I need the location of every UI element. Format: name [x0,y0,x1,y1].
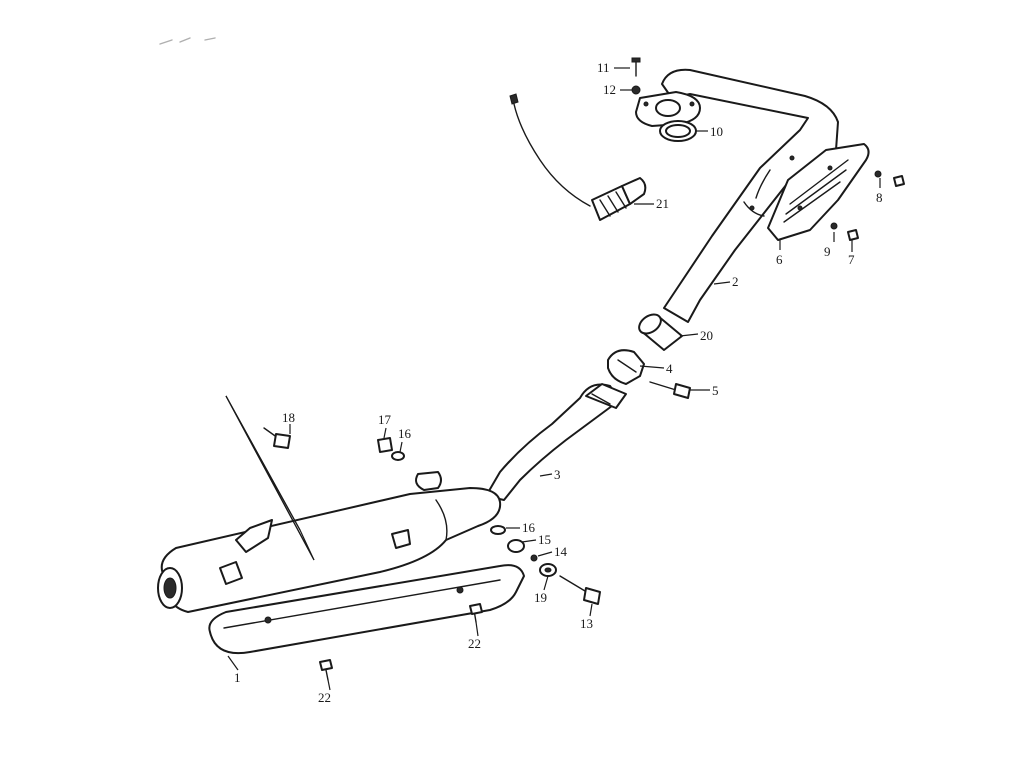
mount-spacer [530,554,538,562]
mount-washer-flat [539,563,557,577]
clamp-bolt [649,381,691,399]
mount-washer-lower [490,525,506,535]
callout-13: 13 [580,616,593,631]
callout-19: 19 [534,590,547,605]
mount-bolt [263,427,291,449]
callout-9: 9 [824,244,831,259]
connector-sleeve [638,313,683,351]
shield-screw-lower [830,222,859,241]
callout-22-upper: 22 [468,636,481,651]
header-heat-shield [767,143,870,241]
callout-12: 12 [603,82,616,97]
callout-6: 6 [776,252,783,267]
mount-washer-upper [391,451,405,461]
callout-10: 10 [710,124,723,139]
mount-bushing [507,539,525,553]
callout-11: 11 [597,60,610,75]
callout-1: 1 [234,670,241,685]
callout-21: 21 [656,196,669,211]
muffler-mount-leader [225,395,315,561]
callout-16-upper: 16 [398,426,412,441]
callout-8: 8 [876,190,883,205]
callout-2: 2 [732,274,739,289]
mount-nut [377,437,393,453]
callout-7: 7 [848,252,855,267]
muffler-bolt [559,575,601,605]
muffler-heat-shield [208,564,525,654]
pipe-clamp [607,349,645,385]
shield-screw-upper [874,170,905,187]
callout-16-lower: 16 [522,520,536,535]
leader-lines [227,67,881,691]
flange [635,91,701,127]
oxygen-sensor [509,93,647,221]
callout-20: 20 [700,328,713,343]
callout-22-lower: 22 [318,690,331,705]
callout-labels: 11 12 10 8 9 7 6 21 2 20 4 5 3 18 17 16 … [234,60,883,705]
stud-bolt [631,57,641,77]
shield-screw-22-upper [469,603,483,623]
callout-18: 18 [282,410,295,425]
callout-4: 4 [666,361,673,376]
callout-14: 14 [554,544,568,559]
muffler [157,471,502,613]
callout-3: 3 [554,467,561,482]
callout-17: 17 [378,412,392,427]
shield-screw-22-lower [319,659,333,681]
gasket [659,120,697,142]
callout-15: 15 [538,532,551,547]
callout-5: 5 [712,383,719,398]
scan-artifact [159,37,216,45]
mid-pipe [485,383,627,501]
flange-nut [631,85,641,95]
